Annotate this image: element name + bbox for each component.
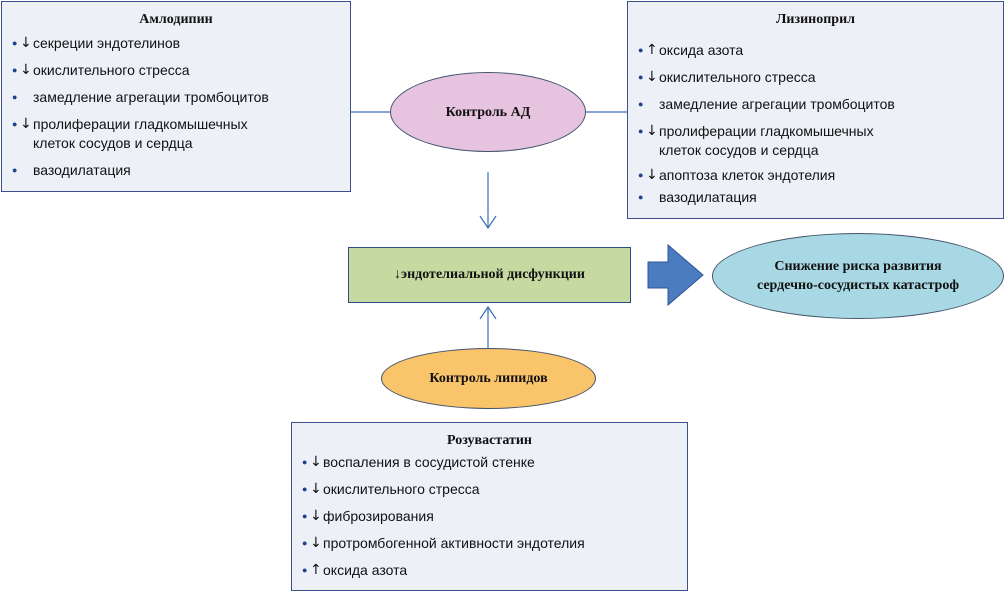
endothelial-dysfunction-label: ↓эндотелиальной дисфункции [394,267,585,282]
rozuvastatin-box: Розувастатин ●↓воспаления в сосудистой с… [291,422,688,591]
effect-list-item: ●↓апоптоза клеток эндотелия [638,166,993,185]
effect-list-item: ●↓окислительного стресса [302,480,677,499]
effect-list-item: ●↓пролиферации гладкомышечных клеток сосу… [638,122,993,160]
effect-text-line: замедление агрегации тромбоцитов [659,96,895,112]
bullet-icon: ● [12,119,18,129]
effect-text: оксида азота [323,561,407,580]
effect-text-line: окислительного стресса [33,62,190,78]
effect-text: окислительного стресса [659,68,816,87]
effect-text: секреции эндотелинов [33,34,180,53]
effect-text-line: вазодилатация [33,162,131,178]
effect-text: вазодилатация [33,161,131,180]
bullet-icon: ● [302,538,308,548]
bullet-icon: ● [638,72,644,82]
lipid-control-ellipse: Контроль липидов [381,348,596,409]
effect-list-item: ● вазодилатация [638,188,993,207]
effect-text: пролиферации гладкомышечных клеток сосудо… [659,122,874,160]
effect-list-item: ●↑оксида азота [302,561,677,580]
bullet-icon: ● [638,170,644,180]
rozuvastatin-effects-list: ●↓воспаления в сосудистой стенке●↓окисли… [302,453,677,580]
effect-text-line: клеток сосудов и сердца [33,135,193,151]
bullet-icon: ● [12,92,18,102]
up-arrow-icon: ↑ [310,562,322,578]
effect-text: замедление агрегации тромбоцитов [33,88,269,107]
amlodipin-title: Амлодипин [139,12,213,27]
effect-list-item: ●↓секреции эндотелинов [12,34,340,53]
bullet-icon: ● [638,99,644,109]
amlodipin-box: Амлодипин ●↓секреции эндотелинов●↓окисли… [1,1,351,192]
down-arrow-to-endothelial [479,172,497,230]
risk-reduction-ellipse: Снижение риска развития сердечно-сосудис… [712,233,1004,319]
effect-list-item: ●↓протромбогенной активности эндотелия [302,534,677,553]
down-arrow-icon: ↓ [310,508,322,524]
effect-list-item: ● замедление агрегации тромбоцитов [638,95,993,114]
lizinopril-box: Лизиноприл ●↑оксида азота●↓окислительног… [627,1,1004,219]
amlodipin-effects-list: ●↓секреции эндотелинов●↓окислительного с… [12,34,340,180]
lipid-control-label: Контроль липидов [429,371,548,386]
effect-list-item: ● вазодилатация [12,161,340,180]
effect-text: окислительного стресса [33,61,190,80]
lizinopril-title: Лизиноприл [775,12,856,27]
down-arrow-icon: ↓ [310,454,322,470]
bullet-icon: ● [302,511,308,521]
endothelial-dysfunction-box: ↓эндотелиальной дисфункции [348,247,631,303]
effect-text: протромбогенной активности эндотелия [323,534,585,553]
down-arrow-icon: ↓ [20,62,32,78]
effect-text: пролиферации гладкомышечных клеток сосудо… [33,115,248,153]
effect-text: замедление агрегации тромбоцитов [659,95,895,114]
effect-text: фиброзирования [323,507,434,526]
rozuvastatin-title: Розувастатин [446,433,532,448]
bullet-icon: ● [638,45,644,55]
effect-text-line: воспаления в сосудистой стенке [323,454,535,470]
effect-list-item: ●↑оксида азота [638,41,993,60]
bullet-icon: ● [12,65,18,75]
effect-text: апоптоза клеток эндотелия [659,166,835,185]
effect-text: воспаления в сосудистой стенке [323,453,535,472]
bullet-icon: ● [302,457,308,467]
bullet-icon: ● [302,565,308,575]
effect-text-line: пролиферации гладкомышечных [33,116,248,132]
risk-reduction-label: Снижение риска развития сердечно-сосудис… [756,259,960,293]
bullet-icon: ● [12,165,18,175]
effect-text-line: замедление агрегации тромбоцитов [33,89,269,105]
block-arrow-right [647,243,704,307]
bp-control-ellipse: Контроль АД [390,72,586,152]
down-arrow-icon: ↓ [20,116,32,132]
effect-list-item: ●↓окислительного стресса [12,61,340,80]
effect-list-item: ●↓пролиферации гладкомышечных клеток сосу… [12,115,340,153]
effect-list-item: ●↓окислительного стресса [638,68,993,87]
down-arrow-icon: ↓ [646,123,658,139]
bullet-icon: ● [302,484,308,494]
effect-text: окислительного стресса [323,480,480,499]
up-arrow-to-endothelial [479,305,497,348]
bullet-icon: ● [12,38,18,48]
effect-text-line: протромбогенной активности эндотелия [323,535,585,551]
effect-list-item: ●↓фиброзирования [302,507,677,526]
effect-list-item: ●↓воспаления в сосудистой стенке [302,453,677,472]
bullet-icon: ● [638,126,644,136]
effect-text-line: апоптоза клеток эндотелия [659,167,836,183]
effect-text: вазодилатация [659,188,757,207]
up-arrow-icon: ↑ [646,42,658,58]
down-arrow-icon: ↓ [646,167,658,183]
down-arrow-icon: ↓ [310,481,322,497]
effect-text-line: клеток сосудов и сердца [659,142,819,158]
effect-text-line: фиброзирования [323,508,434,524]
down-arrow-icon: ↓ [20,35,32,51]
down-arrow-icon: ↓ [646,69,658,85]
bullet-icon: ● [638,192,644,202]
effect-text-line: оксида азота [323,562,408,578]
effect-text-line: оксида азота [659,42,744,58]
effect-text-line: окислительного стресса [659,69,816,85]
down-arrow-icon: ↓ [310,535,322,551]
effect-text-line: секреции эндотелинов [33,35,181,51]
effect-text-line: пролиферации гладкомышечных [659,123,874,139]
effect-text-line: окислительного стресса [323,481,480,497]
effect-list-item: ● замедление агрегации тромбоцитов [12,88,340,107]
effect-text-line: вазодилатация [659,189,757,205]
lizinopril-effects-list: ●↑оксида азота●↓окислительного стресса●з… [638,41,993,207]
bp-control-label: Контроль АД [445,104,531,120]
effect-text: оксида азота [659,41,743,60]
